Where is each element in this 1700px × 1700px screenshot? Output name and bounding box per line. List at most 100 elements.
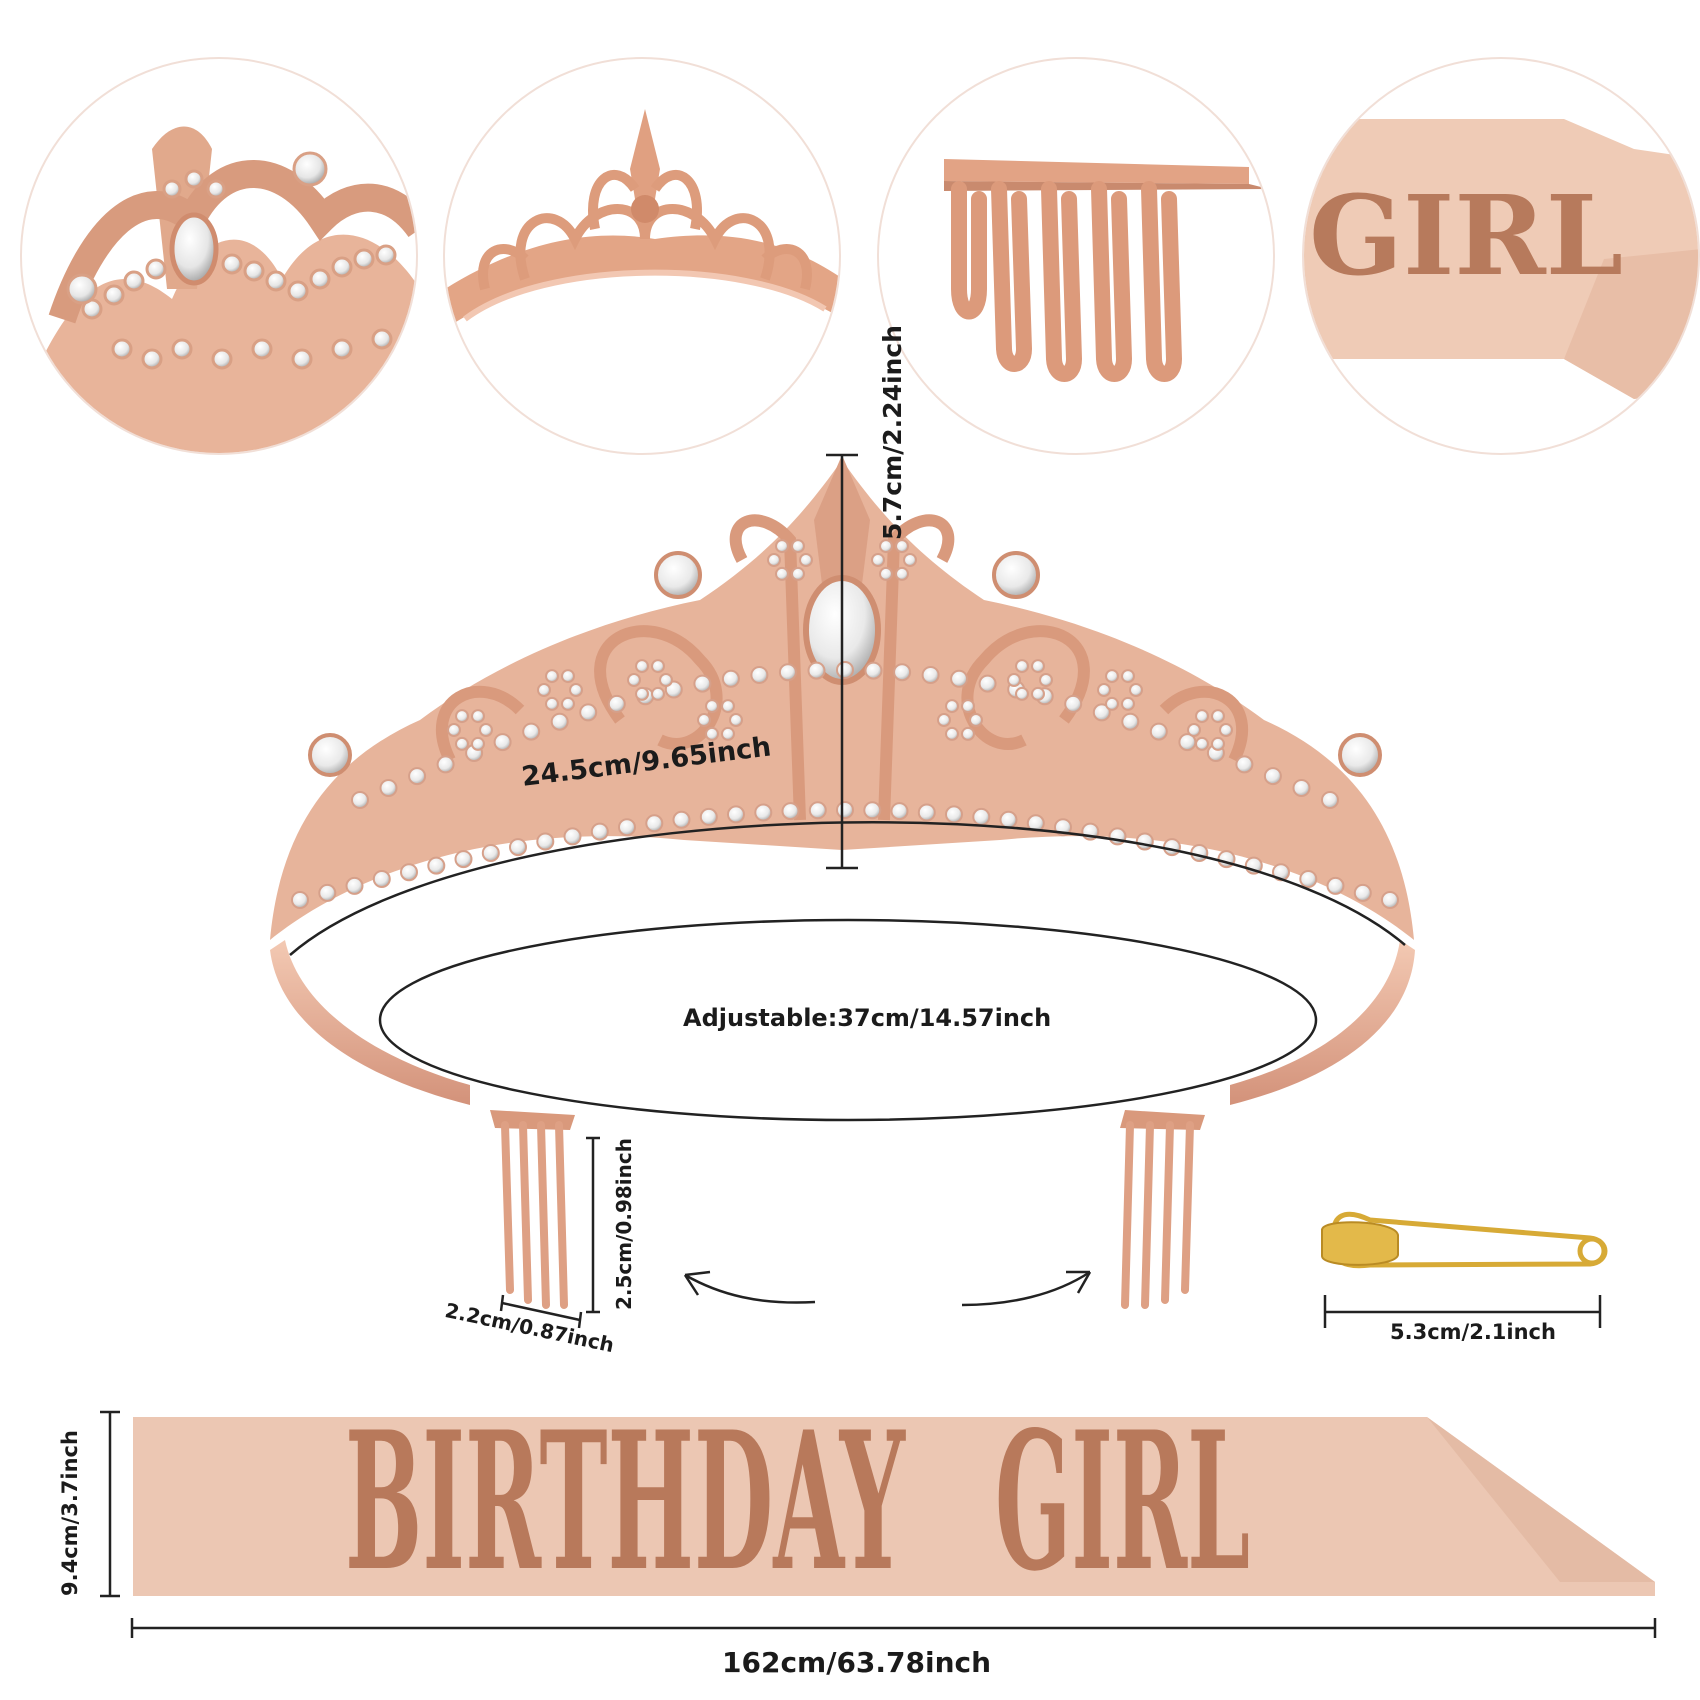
rhinestone xyxy=(481,844,500,862)
rhinestone xyxy=(879,566,893,581)
rhinestone xyxy=(427,856,446,875)
rhinestone xyxy=(455,736,469,751)
detail-circle-rhinestones xyxy=(20,57,418,455)
rhinestone xyxy=(721,699,735,714)
rhinestone xyxy=(945,726,959,741)
rhinestone xyxy=(400,863,418,882)
rhinestone xyxy=(950,669,969,688)
rhinestone xyxy=(781,802,800,821)
rhinestone xyxy=(754,803,773,822)
rhinestone xyxy=(778,663,797,682)
rhinestone xyxy=(836,801,854,819)
rhinestone xyxy=(291,891,309,909)
rhinestone xyxy=(1381,891,1399,909)
rhinestone xyxy=(864,661,883,680)
rhinestone xyxy=(1105,669,1119,684)
rhinestone xyxy=(961,699,975,714)
rhinestone xyxy=(1121,669,1135,684)
rhinestone xyxy=(1031,659,1045,674)
rhinestone xyxy=(590,822,609,841)
rhinestone xyxy=(372,870,391,888)
rhinestone xyxy=(1064,694,1083,713)
rhinestone xyxy=(479,723,493,737)
rhinestone xyxy=(1121,696,1135,711)
rhinestone xyxy=(579,703,598,722)
rhinestone xyxy=(890,802,909,821)
rhinestone xyxy=(1353,883,1372,902)
detail-circle-sash: GIRL xyxy=(1302,57,1700,455)
rhinestone xyxy=(1121,712,1140,731)
rhinestone xyxy=(436,755,455,774)
rhinestone xyxy=(1187,723,1201,737)
sash-height-label: 9.4cm/3.7inch xyxy=(58,1430,82,1596)
rhinestone xyxy=(1015,686,1029,701)
left-comb xyxy=(490,1110,575,1309)
rhinestone xyxy=(978,674,997,693)
rhinestone xyxy=(961,726,975,741)
sash-length-label: 162cm/63.78inch xyxy=(722,1646,992,1679)
rhinestone xyxy=(945,699,959,714)
rhinestone xyxy=(1195,736,1209,751)
rhinestone xyxy=(895,566,909,581)
rhinestone xyxy=(836,661,854,679)
rhinestone xyxy=(1097,683,1111,697)
rhinestone xyxy=(550,712,569,731)
rhinestone xyxy=(651,659,665,674)
comb-height-label: 2.5cm/0.98inch xyxy=(612,1138,636,1310)
rhinestone xyxy=(1211,709,1225,724)
rhinestone xyxy=(775,566,789,581)
rhinestone xyxy=(1163,838,1181,857)
rhinestone xyxy=(635,686,649,701)
rhinestone xyxy=(1219,723,1233,737)
rhinestone xyxy=(808,801,827,820)
rhinestone xyxy=(563,827,582,846)
rhinestone xyxy=(721,669,740,688)
rhinestone xyxy=(1015,659,1029,674)
rhinestone xyxy=(937,713,951,727)
rhinestone xyxy=(1299,870,1318,888)
rhinestone xyxy=(893,663,912,682)
rhinestone xyxy=(697,713,711,727)
rhinestone xyxy=(693,674,712,693)
birthday-sash: BIRTHDAY GIRL xyxy=(133,1390,1655,1613)
rhinestone xyxy=(345,876,364,895)
rhinestone xyxy=(561,669,575,684)
rhinestone xyxy=(705,726,719,741)
rhinestone xyxy=(969,713,983,727)
rhinestone xyxy=(1321,791,1339,809)
rhinestone xyxy=(799,553,813,567)
rhinestone xyxy=(699,807,718,826)
rhinestone xyxy=(1135,832,1154,851)
rhinestone xyxy=(1129,683,1143,697)
rhinestone xyxy=(447,723,461,737)
rhinestone xyxy=(1105,696,1119,711)
rhinestone xyxy=(1031,686,1045,701)
rhinestone xyxy=(750,666,769,684)
rhinestone xyxy=(767,553,781,567)
rhinestone xyxy=(408,767,427,786)
sash-closeup-text: GIRL xyxy=(1309,171,1623,300)
rhinestone xyxy=(672,810,691,829)
rhinestone xyxy=(903,553,917,567)
rhinestone xyxy=(895,539,909,554)
rhinestone xyxy=(729,713,743,727)
rhinestone xyxy=(807,661,826,680)
rhinestone xyxy=(493,733,512,752)
rhinestone xyxy=(1195,709,1209,724)
rhinestone xyxy=(537,683,551,697)
rhinestone xyxy=(455,709,469,724)
rhinestone xyxy=(879,539,893,554)
rhinestone xyxy=(863,801,882,820)
rhinestone xyxy=(379,779,398,797)
rhinestone xyxy=(569,683,583,697)
rhinestone xyxy=(607,694,626,713)
rhinestone xyxy=(545,696,559,711)
detail-circle-comb xyxy=(877,57,1275,455)
rhinestone xyxy=(545,669,559,684)
rhinestone xyxy=(791,539,805,554)
rhinestone xyxy=(1235,755,1254,774)
rhinestone xyxy=(645,814,664,833)
rhinestone xyxy=(536,832,555,851)
rhinestone xyxy=(471,709,485,724)
